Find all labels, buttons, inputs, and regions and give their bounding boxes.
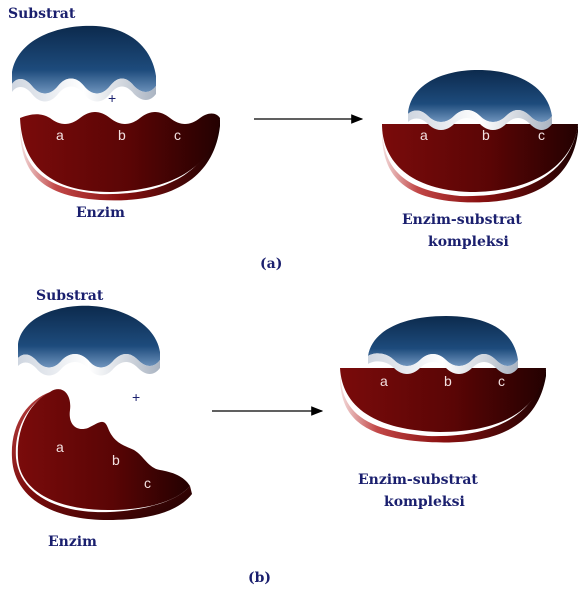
complex-site-label-b-b: b: [444, 373, 452, 389]
complex-shape-b: [340, 316, 546, 443]
site-label-b-b: b: [112, 452, 120, 468]
enzyme-label-b: Enzim: [48, 534, 97, 550]
complex-site-label-a-a: a: [420, 127, 428, 143]
site-label-c-b: c: [144, 475, 151, 491]
enzyme-label-a: Enzim: [76, 205, 125, 221]
complex-label-line2-b: kompleksi: [384, 494, 465, 510]
complex-site-label-c-a: c: [538, 127, 545, 143]
substrate-label-a: Substrat: [8, 6, 76, 22]
caption-b: (b): [248, 570, 271, 586]
complex-label-line1-a: Enzim-substrat: [402, 212, 522, 228]
enzyme-shape-b: [11, 389, 193, 520]
complex-shape-a: [382, 70, 578, 203]
complex-site-label-a-b: a: [380, 373, 388, 389]
substrate-shape-a: [12, 25, 156, 102]
site-label-b-a: b: [118, 127, 126, 143]
plus-sign-b: +: [132, 389, 140, 405]
substrate-shape-b: [18, 305, 160, 376]
plus-sign-a: +: [108, 90, 116, 106]
site-label-a-b: a: [56, 439, 64, 455]
complex-site-label-b-a: b: [482, 127, 490, 143]
complex-site-label-c-b: c: [498, 373, 505, 389]
caption-a: (a): [260, 256, 282, 272]
complex-label-line1-b: Enzim-substrat: [358, 472, 478, 488]
enzyme-shape-a: [20, 112, 220, 201]
substrate-label-b: Substrat: [36, 288, 104, 304]
site-label-c-a: c: [174, 127, 181, 143]
site-label-a-a: a: [56, 127, 64, 143]
complex-label-line2-a: kompleksi: [428, 234, 509, 250]
